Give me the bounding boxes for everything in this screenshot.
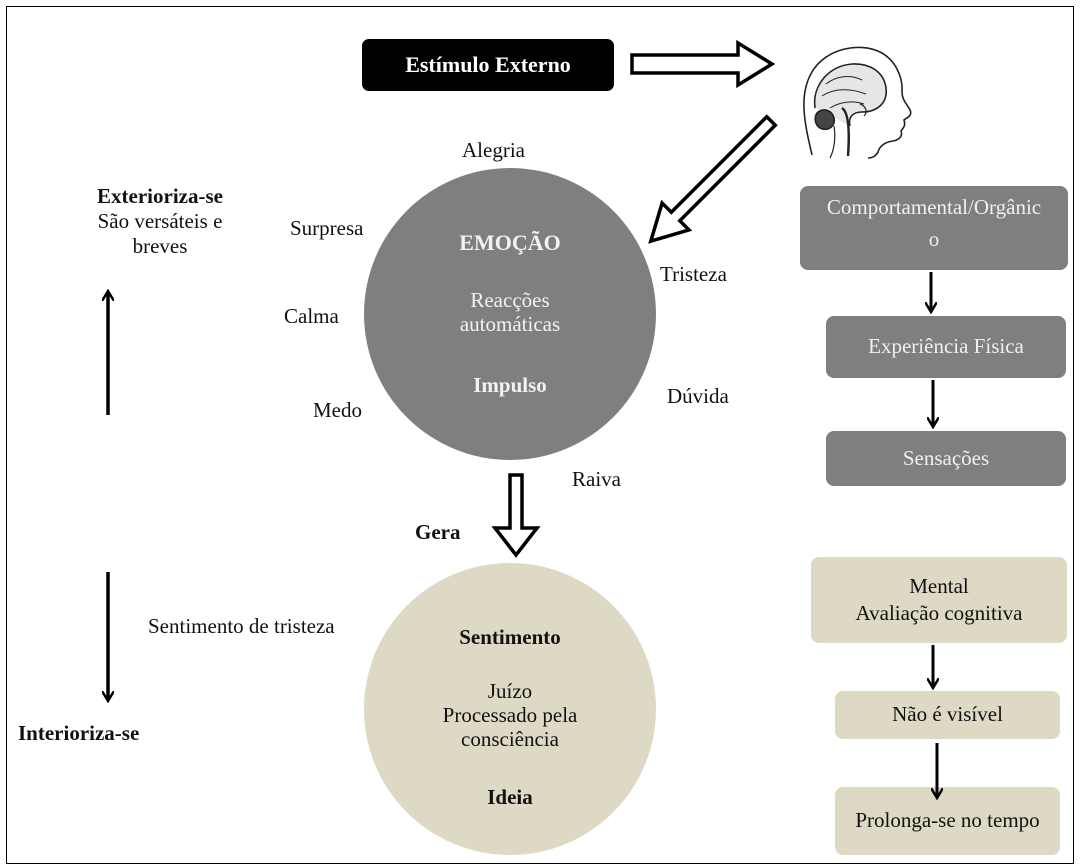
behavioral-organic-line-1: Comportamental/Orgânic (826, 195, 1042, 219)
prolongs-in-time-label: Prolonga-se no tempo (855, 808, 1040, 833)
brain-to-emotion-arrow (648, 114, 778, 244)
emotion-word-duvida: Dúvida (667, 384, 729, 408)
feeling-line-2: Processado pela (442, 703, 578, 727)
physical-experience-box: Experiência Física (826, 316, 1066, 378)
stimulus-to-brain-arrow (630, 39, 776, 89)
generates-label: Gera (415, 520, 461, 544)
emotion-title: EMOÇÃO (459, 230, 561, 255)
external-stimulus-label: Estímulo Externo (405, 52, 571, 77)
emotion-line-1: Reacções (470, 288, 550, 312)
not-visible-label: Não é visível (892, 702, 1003, 727)
emotion-circle: EMOÇÃO Reacções automáticas Impulso (364, 168, 656, 460)
sensations-box: Sensações (826, 431, 1066, 486)
feeling-circle: Sentimento Juízo Processado pela consciê… (364, 563, 656, 855)
emotion-keyword: Impulso (473, 373, 547, 397)
external-stimulus-box: Estímulo Externo (362, 39, 614, 91)
behavioral-organic-box: Comportamental/Orgânic o (800, 186, 1068, 270)
interiorizes-title: Interioriza-se (18, 721, 140, 745)
feeling-line-1: Juízo (487, 679, 533, 703)
feeling-keyword: Ideia (487, 785, 533, 809)
diagram-frame (6, 6, 1074, 864)
exteriorizes-title: Exterioriza-se (97, 184, 223, 208)
sensations-label: Sensações (902, 445, 990, 470)
physical-experience-label: Experiência Física (868, 334, 1024, 359)
exteriorizes-line-2: breves (132, 234, 188, 259)
feeling-line-3: consciência (461, 727, 559, 751)
emotion-word-medo: Medo (313, 398, 362, 422)
mental-line-1: Mental (909, 573, 969, 598)
emotion-to-feeling-arrow (491, 473, 541, 558)
behavioral-organic-line-2: o (928, 226, 940, 251)
feeling-title: Sentimento (459, 625, 561, 649)
mental-line-2: Avaliação cognitiva (855, 601, 1023, 625)
not-visible-box: Não é visível (835, 691, 1060, 739)
exteriorizes-block: Exterioriza-se São versáteis e breves (60, 184, 260, 260)
prolongs-in-time-box: Prolonga-se no tempo (835, 787, 1060, 855)
emotion-word-alegria: Alegria (462, 138, 525, 162)
emotion-word-surpresa: Surpresa (290, 216, 364, 240)
emotion-word-calma: Calma (284, 304, 339, 328)
emotion-word-raiva: Raiva (572, 467, 621, 491)
brain-head-profile-icon (803, 46, 912, 159)
feeling-example-label: Sentimento de tristeza (148, 614, 335, 638)
emotion-word-tristeza: Tristeza (660, 262, 727, 286)
mental-box: Mental Avaliação cognitiva (811, 557, 1067, 643)
exteriorizes-line-1: São versáteis e (97, 209, 223, 234)
emotion-line-2: automáticas (459, 312, 561, 336)
